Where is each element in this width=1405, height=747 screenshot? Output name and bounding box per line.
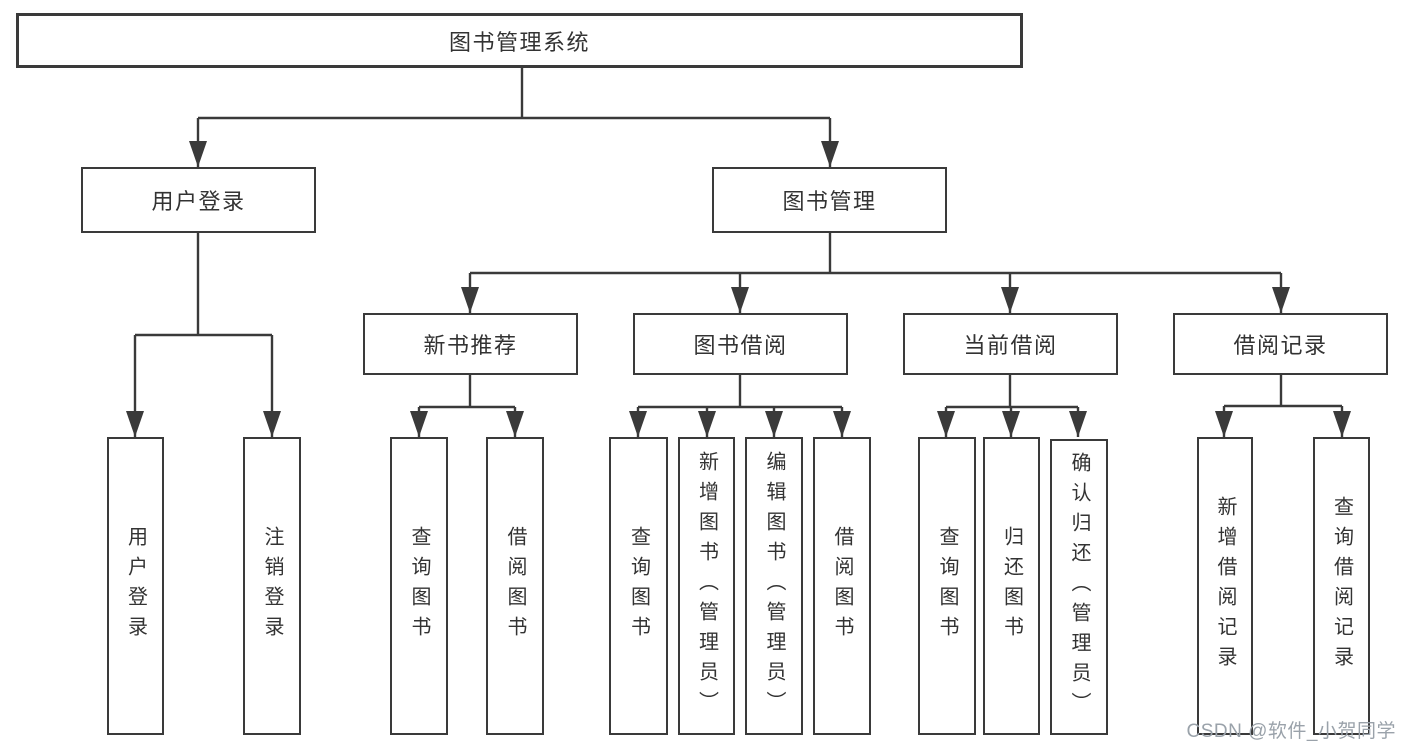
node-label: 用户登录	[151, 189, 246, 214]
leaf-nbr-query-books: 查询图书	[390, 437, 448, 735]
node-label: 图书管理	[782, 189, 877, 214]
node-book-management: 图书管理	[712, 167, 947, 233]
node-label: 新书推荐	[423, 333, 518, 358]
leaf-label: 确认归还（管理员）	[1068, 452, 1090, 722]
node-label: 当前借阅	[963, 333, 1058, 358]
watermark: CSDN @软件_小贺同学	[1186, 721, 1396, 742]
leaf-label: 查询图书	[408, 526, 430, 646]
leaf-bb-add-books-admin: 新增图书（管理员）	[678, 437, 735, 735]
leaf-label: 用户登录	[124, 526, 147, 646]
leaf-label: 借阅图书	[504, 526, 526, 646]
leaf-label: 查询借阅记录	[1330, 496, 1353, 676]
arrowheads	[126, 141, 1351, 437]
node-borrowing-records: 借阅记录	[1173, 313, 1388, 375]
leaf-label: 新增借阅记录	[1214, 496, 1236, 676]
leaf-label: 编辑图书（管理员）	[763, 451, 785, 721]
node-user-login: 用户登录	[81, 167, 316, 233]
leaf-bb-borrow-books: 借阅图书	[813, 437, 871, 735]
leaf-bb-query-books: 查询图书	[609, 437, 668, 735]
leaf-user-login: 用户登录	[107, 437, 164, 735]
leaf-label: 查询图书	[936, 526, 958, 646]
node-library-management-system: 图书管理系统	[16, 13, 1023, 68]
leaf-label: 注销登录	[261, 526, 283, 646]
leaf-logout: 注销登录	[243, 437, 301, 735]
leaf-br-query-record: 查询借阅记录	[1313, 437, 1370, 735]
leaf-bb-edit-books-admin: 编辑图书（管理员）	[745, 437, 803, 735]
leaf-label: 归还图书	[1000, 526, 1023, 646]
leaf-br-add-record: 新增借阅记录	[1197, 437, 1253, 735]
leaf-label: 借阅图书	[831, 526, 853, 646]
leaf-nbr-borrow-books: 借阅图书	[486, 437, 544, 735]
leaf-cb-query-books: 查询图书	[918, 437, 976, 735]
node-label: 借阅记录	[1233, 333, 1328, 358]
leaf-cb-confirm-return-admin: 确认归还（管理员）	[1050, 439, 1108, 735]
node-new-book-recommendation: 新书推荐	[363, 313, 578, 375]
leaf-label: 新增图书（管理员）	[695, 451, 718, 721]
leaf-cb-return-books: 归还图书	[983, 437, 1040, 735]
node-current-borrowing: 当前借阅	[903, 313, 1118, 375]
leaf-label: 查询图书	[627, 526, 650, 646]
node-label: 图书借阅	[693, 333, 788, 358]
node-label: 图书管理系统	[448, 29, 590, 55]
node-book-borrowing: 图书借阅	[633, 313, 848, 375]
